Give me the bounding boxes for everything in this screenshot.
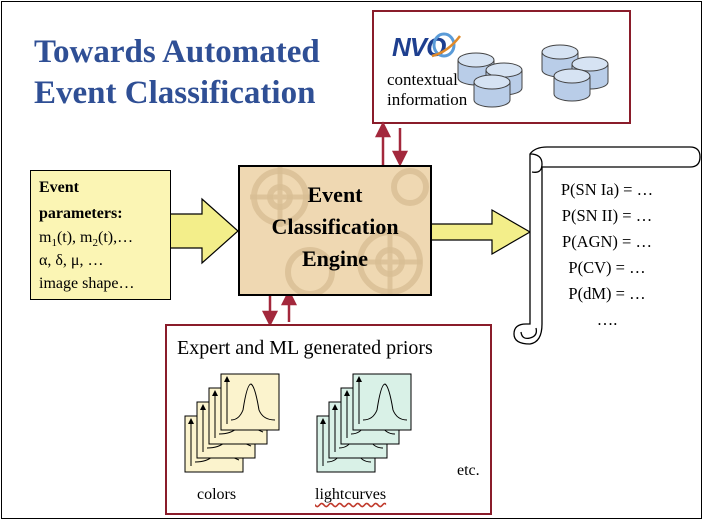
- input-arrow: [169, 197, 239, 265]
- database-icon: [553, 68, 591, 102]
- nvo-graphics: [431, 32, 609, 108]
- param-line-2: parameters:: [39, 205, 123, 222]
- contextual-line-2: information: [387, 90, 468, 109]
- engine-line-1: Event: [307, 182, 363, 207]
- prob-sn-ia: P(SN Ia) = …: [560, 180, 654, 199]
- output-scroll: [513, 146, 701, 345]
- slide-title: Towards Automated Event Classification: [34, 32, 320, 114]
- event-parameters-box: Event parameters: m1(t), m2(t),… α, δ, μ…: [30, 170, 171, 300]
- colors-plot-stack: [184, 373, 280, 473]
- lightcurves-plot-stack: [316, 373, 412, 473]
- param-line-3: m1(t), m2(t),…: [39, 229, 134, 250]
- prob-agn: P(AGN) = …: [562, 232, 652, 251]
- lightcurves-label: lightcurves: [315, 486, 387, 503]
- etc-label: etc.: [457, 462, 480, 479]
- prob-more: ….: [596, 310, 618, 329]
- contextual-information-box: NVO: [372, 10, 631, 124]
- engine-priors-arrows: [261, 289, 298, 327]
- contextual-line-1: contextual: [387, 70, 458, 89]
- title-line-1: Towards Automated: [34, 34, 320, 70]
- priors-title: Expert and ML generated priors: [177, 337, 433, 359]
- title-line-2: Event Classification: [34, 75, 316, 111]
- priors-plots: [184, 373, 412, 473]
- prob-sn-ii: P(SN II) = …: [561, 206, 653, 225]
- colors-label: colors: [197, 486, 237, 503]
- contextual-information-label: contextual information: [387, 70, 467, 110]
- output-arrow: [429, 208, 532, 256]
- prob-cv: P(CV) = …: [568, 258, 646, 277]
- classification-engine-box: Event Classification Engine: [238, 165, 432, 296]
- priors-box: Expert and ML generated priors: [165, 324, 492, 515]
- prob-dm: P(dM) = …: [568, 284, 646, 303]
- engine-label: Event Classification Engine: [240, 179, 430, 275]
- engine-context-arrows: [374, 121, 409, 167]
- param-line-5: image shape…: [39, 275, 135, 292]
- engine-line-2: Classification: [271, 214, 399, 239]
- engine-line-3: Engine: [301, 246, 369, 271]
- param-line-4: α, δ, μ, …: [39, 252, 104, 269]
- database-icon: [541, 44, 579, 78]
- param-line-1: Event: [39, 179, 79, 196]
- gears-background: [250, 167, 429, 294]
- nvo-logo-swirl: [431, 32, 461, 58]
- database-icon: [473, 74, 511, 108]
